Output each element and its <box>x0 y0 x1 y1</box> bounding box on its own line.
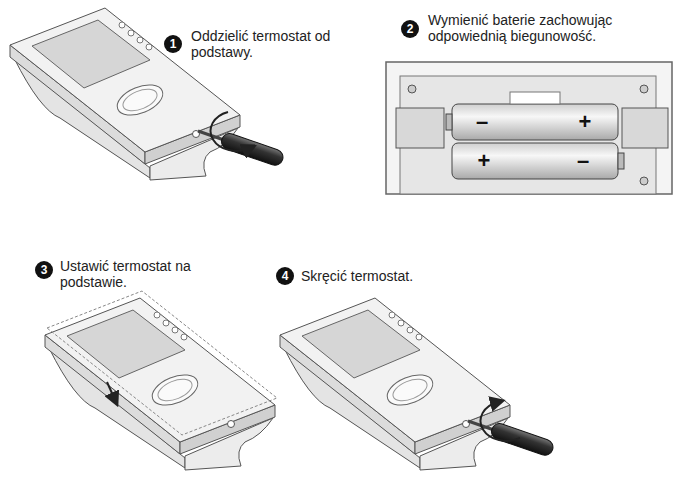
polarity-sign: + <box>579 111 592 133</box>
thermostat-step4 <box>280 298 555 470</box>
illustration-part <box>47 291 277 435</box>
step-text: Ustawić termostat na podstawie. <box>60 258 220 290</box>
callout-number: 4 <box>276 267 294 285</box>
callout-number: 2 <box>401 20 419 38</box>
rotate-arrow <box>211 112 250 151</box>
illustration-part <box>510 92 560 104</box>
battery <box>452 143 618 179</box>
polarity-sign: – <box>577 150 589 172</box>
rotate-arrow <box>481 402 520 441</box>
step-text: Skręcić termostat. <box>301 268 501 284</box>
polarity-sign: + <box>478 150 491 172</box>
step-text: Wymienić baterie zachowując odpowiednią … <box>428 12 658 44</box>
step-text: Oddzielić termostat od podstawy. <box>191 28 361 60</box>
thermostat-figure <box>280 298 510 470</box>
polarity-sign: – <box>476 111 488 133</box>
battery <box>452 104 618 140</box>
illustration-part <box>622 108 668 148</box>
thermostat-figure <box>45 298 275 470</box>
illustration-part <box>408 85 416 93</box>
callout-number: 1 <box>164 35 182 53</box>
illustration-part <box>396 108 444 148</box>
illustration-part <box>107 382 115 400</box>
illustration-part <box>640 177 648 185</box>
callout-number: 3 <box>35 261 53 279</box>
illustration-part <box>386 62 672 194</box>
illustration-part <box>446 114 452 130</box>
illustration-part <box>640 85 648 93</box>
thermostat-step3 <box>45 291 277 470</box>
illustration-part <box>618 153 624 169</box>
battery-compartment <box>386 62 672 194</box>
